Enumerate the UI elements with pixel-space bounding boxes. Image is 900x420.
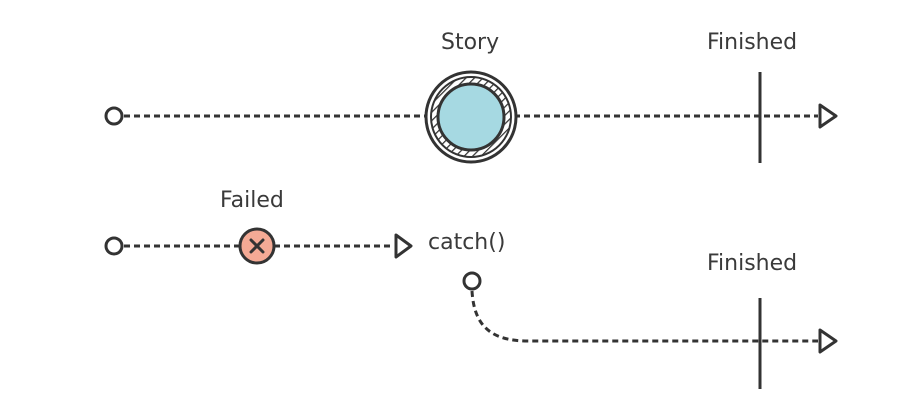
bottom-arrow-head-icon bbox=[818, 328, 838, 354]
x-icon bbox=[249, 238, 265, 254]
error-start-node bbox=[104, 236, 124, 256]
failed-event bbox=[238, 227, 276, 265]
top-start-node bbox=[104, 106, 124, 126]
failed-label: Failed bbox=[220, 188, 284, 213]
catch-curve bbox=[470, 290, 818, 343]
finished-label-top: Finished bbox=[707, 30, 798, 55]
story-event-marble bbox=[436, 82, 506, 152]
catch-start-node bbox=[462, 271, 482, 291]
story-label: Story bbox=[441, 30, 500, 55]
finished-label-bottom: Finished bbox=[707, 251, 798, 276]
story-event bbox=[424, 70, 518, 164]
catch-timeline bbox=[462, 271, 838, 389]
top-arrow-head-icon bbox=[818, 103, 838, 129]
top-timeline bbox=[104, 70, 838, 164]
error-arrow-head-icon bbox=[394, 233, 413, 259]
error-timeline bbox=[104, 227, 413, 265]
catch-label: catch() bbox=[428, 230, 506, 255]
